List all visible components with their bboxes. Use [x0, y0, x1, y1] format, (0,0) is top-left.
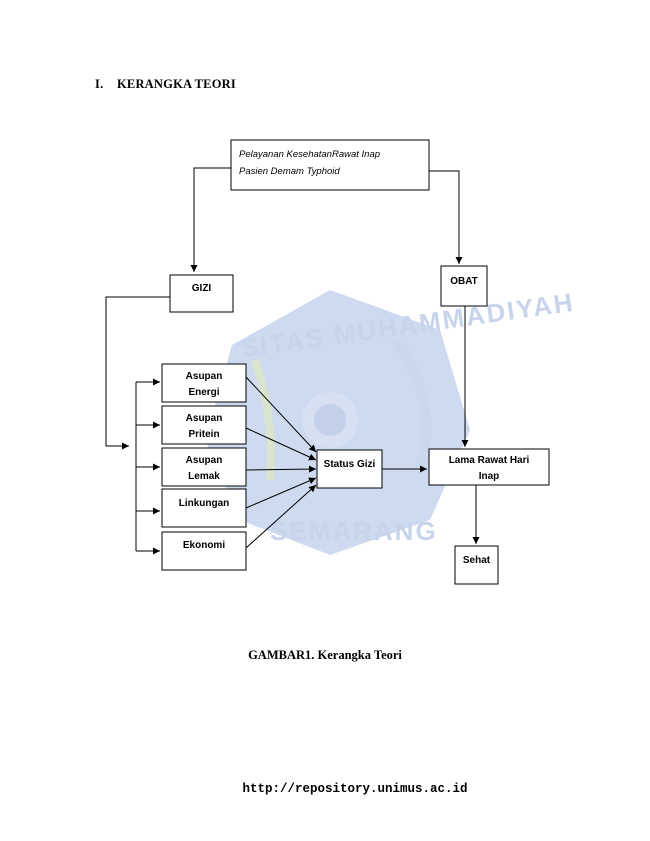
- obat-box: [440, 265, 488, 307]
- asupan-pritein-box: [161, 405, 247, 445]
- asupan-lemak-box: [161, 447, 247, 487]
- arrow-lemak-to-status: [245, 465, 317, 473]
- lama-rawat-line1: Lama Rawat Hari: [449, 455, 530, 466]
- arrow-pelayanan-to-gizi: [190, 167, 231, 272]
- arrow-energi-to-status: [245, 376, 317, 453]
- arrow-gizi-to-factors: [105, 296, 170, 450]
- lama-rawat-box: [428, 448, 550, 486]
- gizi-box: [169, 274, 234, 313]
- asupan-pritein-line2: Pritein: [188, 429, 219, 440]
- university-logo-watermark: SITAS MUHAMMADIYAH SEMARANG: [205, 287, 576, 555]
- pelayanan-box: [230, 139, 430, 191]
- section-heading: I. KERANGKA TEORI: [95, 77, 236, 92]
- linkungan-label: Linkungan: [179, 498, 230, 509]
- ekonomi-box: [161, 531, 247, 571]
- asupan-lemak-line2: Lemak: [188, 471, 220, 482]
- sehat-box: [454, 545, 499, 585]
- figure-caption: GAMBAR1. Kerangka Teori: [248, 648, 402, 662]
- status-gizi-box: [316, 449, 383, 489]
- asupan-pritein-line1: Asupan: [186, 413, 223, 424]
- section-number: I.: [95, 77, 104, 91]
- status-gizi-label: Status Gizi: [324, 459, 376, 470]
- obat-label: OBAT: [450, 276, 478, 287]
- arrow-pelayanan-to-obat: [429, 170, 463, 264]
- arrow-ekonomi-to-status: [245, 484, 317, 549]
- ekonomi-label: Ekonomi: [183, 540, 225, 551]
- sehat-label: Sehat: [463, 555, 491, 566]
- arrow-pritein-to-status: [245, 427, 317, 461]
- asupan-energi-line1: Asupan: [186, 371, 223, 382]
- lama-rawat-line2: Inap: [479, 471, 500, 482]
- pelayanan-label-line2: Pasien Demam Typhoid: [239, 166, 340, 177]
- pelayanan-label-line1: Pelayanan KesehatanRawat Inap: [239, 149, 380, 160]
- asupan-lemak-line1: Asupan: [186, 455, 223, 466]
- arrow-linkungan-to-status: [245, 477, 317, 509]
- watermark-bottom-text: SEMARANG: [270, 516, 438, 546]
- asupan-energi-line2: Energi: [188, 387, 219, 398]
- gizi-label: GIZI: [192, 283, 212, 294]
- repository-url: http://repository.unimus.ac.id: [242, 782, 468, 796]
- asupan-energi-box: [161, 363, 247, 403]
- section-title: KERANGKA TEORI: [117, 77, 236, 91]
